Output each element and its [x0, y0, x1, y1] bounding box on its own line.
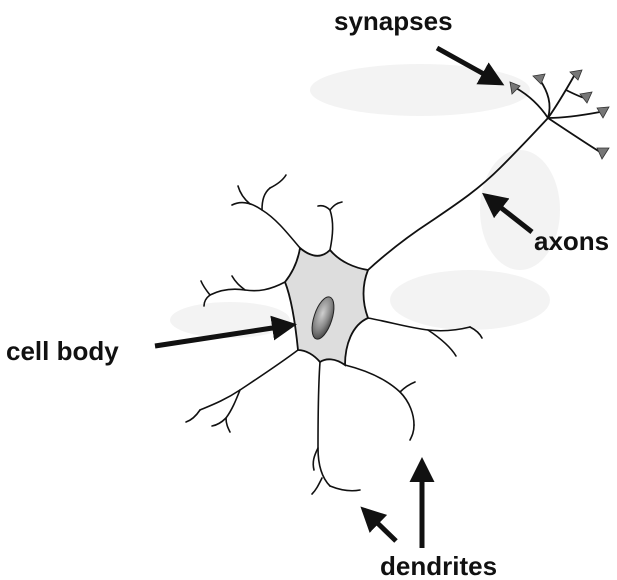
axons-label: axons [534, 226, 609, 256]
background-smudges [170, 64, 560, 338]
cell-body-label: cell body [6, 336, 119, 366]
synapse-terminal-icon [533, 74, 545, 84]
dendrites-arrow-short [364, 510, 396, 541]
dendrites-label: dendrites [380, 551, 497, 580]
synapses-label: synapses [334, 6, 453, 36]
synapse-terminal-icon [597, 148, 609, 159]
